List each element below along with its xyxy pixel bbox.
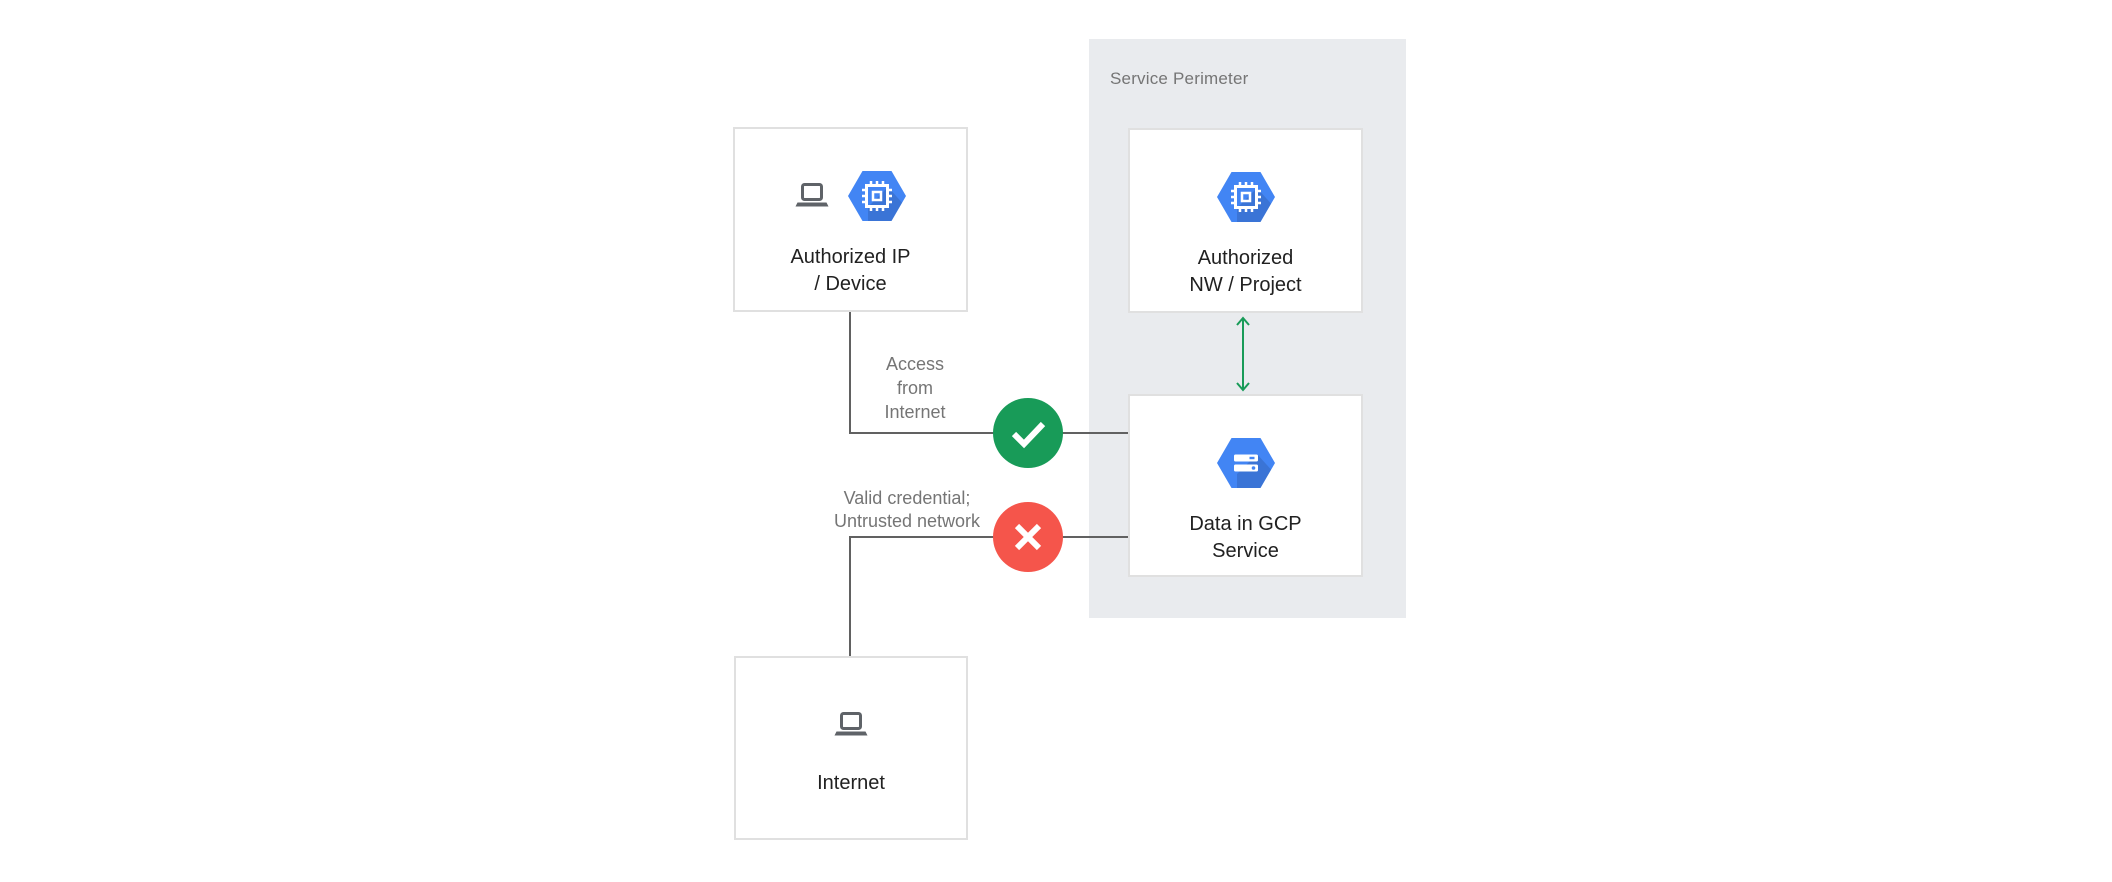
connector-label-valid-credential-untrusted-network: Valid credential; Untrusted network <box>813 487 1001 533</box>
laptop-icon <box>834 712 868 736</box>
node-label-data-in-gcp-service: Data in GCP Service <box>1130 511 1361 565</box>
connector-label-line: from <box>897 378 933 398</box>
node-icon-row <box>736 700 966 750</box>
service-perimeter-label: Service Perimeter <box>1110 69 1249 88</box>
node-label-line: / Device <box>814 273 887 295</box>
node-label-authorized-ip-device: Authorized IP / Device <box>735 244 966 298</box>
node-icon-row <box>1130 172 1361 222</box>
connector-label-line: Untrusted network <box>833 511 981 531</box>
connector-label-access-from-internet: Access from Internet <box>855 352 975 424</box>
laptop-icon <box>795 183 828 207</box>
x-icon <box>1014 523 1042 551</box>
connector-label-line: Internet <box>884 402 946 422</box>
node-label-line: Authorized <box>1197 247 1294 269</box>
node-label-line: NW / Project <box>1189 274 1302 296</box>
connector-authip-vertical-line <box>849 312 851 433</box>
node-label-line: Internet <box>817 772 885 794</box>
node-authorized-nw-project: Authorized NW / Project <box>1128 128 1363 313</box>
node-icon-row <box>735 171 966 221</box>
node-data-in-gcp-service: Data in GCP Service <box>1128 394 1363 577</box>
gcp-hexagon-chip-icon <box>847 171 906 221</box>
node-label-line: Data in GCP <box>1189 513 1302 535</box>
node-authorized-ip-device: Authorized IP / Device <box>733 127 968 312</box>
connector-authip-to-gcp-line <box>849 432 1128 434</box>
gcp-hexagon-chip-icon <box>1216 172 1275 222</box>
check-icon <box>1011 421 1046 449</box>
connector-internet-to-gcp-line <box>849 536 1128 538</box>
node-label-line: Service <box>1212 540 1279 562</box>
node-icon-row <box>1130 438 1361 488</box>
allowed-status-badge <box>993 398 1063 468</box>
node-label-line: Authorized IP <box>790 246 911 268</box>
connector-internet-vertical-line <box>849 536 851 656</box>
bidirectional-arrow-icon <box>1236 316 1250 392</box>
connector-label-line: Access <box>885 354 945 374</box>
node-internet: Internet <box>734 656 968 840</box>
gcp-hexagon-storage-icon <box>1216 438 1275 488</box>
connector-label-line: Valid credential; <box>843 488 971 508</box>
node-label-authorized-nw-project: Authorized NW / Project <box>1130 245 1361 299</box>
node-label-internet: Internet <box>736 770 966 797</box>
denied-status-badge <box>993 502 1063 572</box>
